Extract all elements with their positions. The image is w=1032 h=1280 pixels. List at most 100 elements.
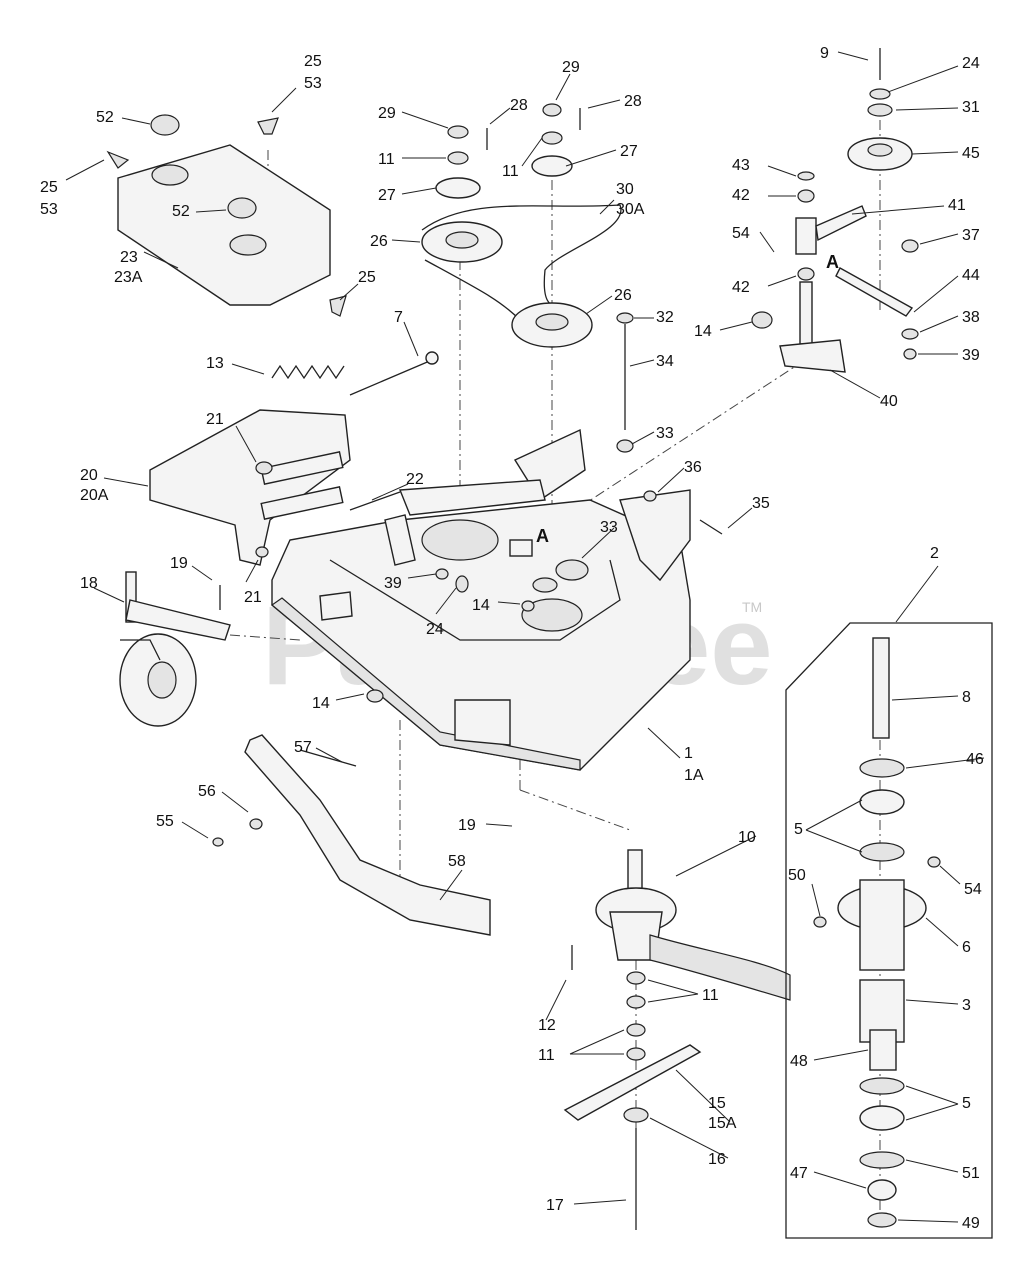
callout: 42 [732, 187, 750, 204]
callout: 20A [80, 487, 109, 504]
studs-and-nuts [555, 312, 723, 581]
callout: 11 [502, 163, 519, 180]
callout: 2 [930, 545, 939, 562]
callout: 25 [40, 179, 58, 196]
callout: 24 [426, 621, 444, 638]
callout: 26 [370, 233, 388, 250]
callout: 1A [684, 767, 704, 784]
callout: 34 [656, 353, 674, 370]
callout: 5 [962, 1095, 971, 1112]
callout: 15 [708, 1095, 726, 1112]
reference-mark-a-deck: A [536, 526, 549, 546]
reference-marks: A A [536, 252, 839, 546]
callout: 21 [244, 589, 262, 606]
callout: 12 [538, 1017, 556, 1034]
callout: 52 [96, 109, 114, 126]
callout: 40 [880, 393, 898, 410]
callout: 56 [198, 783, 216, 800]
callout: 28 [510, 97, 528, 114]
caster-wheel-assembly [119, 571, 231, 727]
callout: 9 [820, 45, 829, 62]
callout: 22 [406, 471, 424, 488]
callout: 10 [738, 829, 756, 846]
callout: 16 [708, 1151, 726, 1168]
callout: 37 [962, 227, 980, 244]
callout: 45 [962, 145, 980, 162]
callout: 52 [172, 203, 190, 220]
belt-cover [106, 114, 347, 317]
callout: 30 [616, 181, 634, 198]
callout: 21 [206, 411, 224, 428]
callout: 11 [538, 1047, 555, 1064]
callout: 53 [40, 201, 58, 218]
callout: 29 [378, 105, 396, 122]
callout: 31 [962, 99, 980, 116]
callout: 14 [312, 695, 330, 712]
callout: 23 [120, 249, 138, 266]
callout: 18 [80, 575, 98, 592]
pulley-and-belt-system [421, 103, 622, 348]
callout: 23A [114, 269, 143, 286]
callout: 39 [384, 575, 402, 592]
callout: 33 [600, 519, 618, 536]
callout: 42 [732, 279, 750, 296]
callout: 36 [684, 459, 702, 476]
callout: 8 [962, 689, 971, 706]
callout: 19 [458, 817, 476, 834]
callout: 14 [694, 323, 712, 340]
callout: 27 [620, 143, 638, 160]
callout: 14 [472, 597, 490, 614]
callout: 48 [790, 1053, 808, 1070]
callout: 11 [702, 987, 719, 1004]
callout: 54 [964, 881, 982, 898]
callout: 3 [962, 997, 971, 1014]
callout: 47 [790, 1165, 808, 1182]
callout: 24 [962, 55, 980, 72]
callout: 41 [948, 197, 966, 214]
front-baffle [149, 409, 351, 566]
callout: 46 [966, 751, 984, 768]
callout: 26 [614, 287, 632, 304]
callout: 11 [378, 151, 395, 168]
callout: 55 [156, 813, 174, 830]
callout: 1 [684, 745, 693, 762]
callout: 44 [962, 267, 980, 284]
callout: 25 [358, 269, 376, 286]
leader-lines [65, 51, 985, 1223]
callout: 49 [962, 1215, 980, 1232]
callout: 39 [962, 347, 980, 364]
callout: 27 [378, 187, 396, 204]
callout: 58 [448, 853, 466, 870]
callout: 15A [708, 1115, 737, 1132]
callout: 5 [794, 821, 803, 838]
idler-arm-assembly [751, 48, 919, 373]
callout: 7 [394, 309, 403, 326]
callout: 38 [962, 309, 980, 326]
deck-hardware [219, 461, 535, 703]
callout: 33 [656, 425, 674, 442]
callout: 57 [294, 739, 312, 756]
callout: 29 [562, 59, 580, 76]
watermark-trademark: TM [742, 599, 762, 615]
callout: 35 [752, 495, 770, 512]
spindle-kit-box [785, 622, 993, 1239]
side-baffle [212, 734, 491, 936]
callout: 32 [656, 309, 674, 326]
callout: 13 [206, 355, 224, 372]
callout: 17 [546, 1197, 564, 1214]
callout: 6 [962, 939, 971, 956]
callout: 43 [732, 157, 750, 174]
callout: 50 [788, 867, 806, 884]
spring-and-rod [271, 351, 439, 396]
callout: 54 [732, 225, 750, 242]
blade-spindle-assembly [563, 849, 791, 1230]
callout: 51 [962, 1165, 980, 1182]
callout: 28 [624, 93, 642, 110]
part-callouts: 9 24 31 45 43 42 41 54 37 42 44 38 39 40… [40, 45, 984, 1232]
reference-mark-a-upper: A [826, 252, 839, 272]
callout: 30A [616, 201, 645, 218]
callout: 25 [304, 53, 322, 70]
callout: 20 [80, 467, 98, 484]
callout: 53 [304, 75, 322, 92]
